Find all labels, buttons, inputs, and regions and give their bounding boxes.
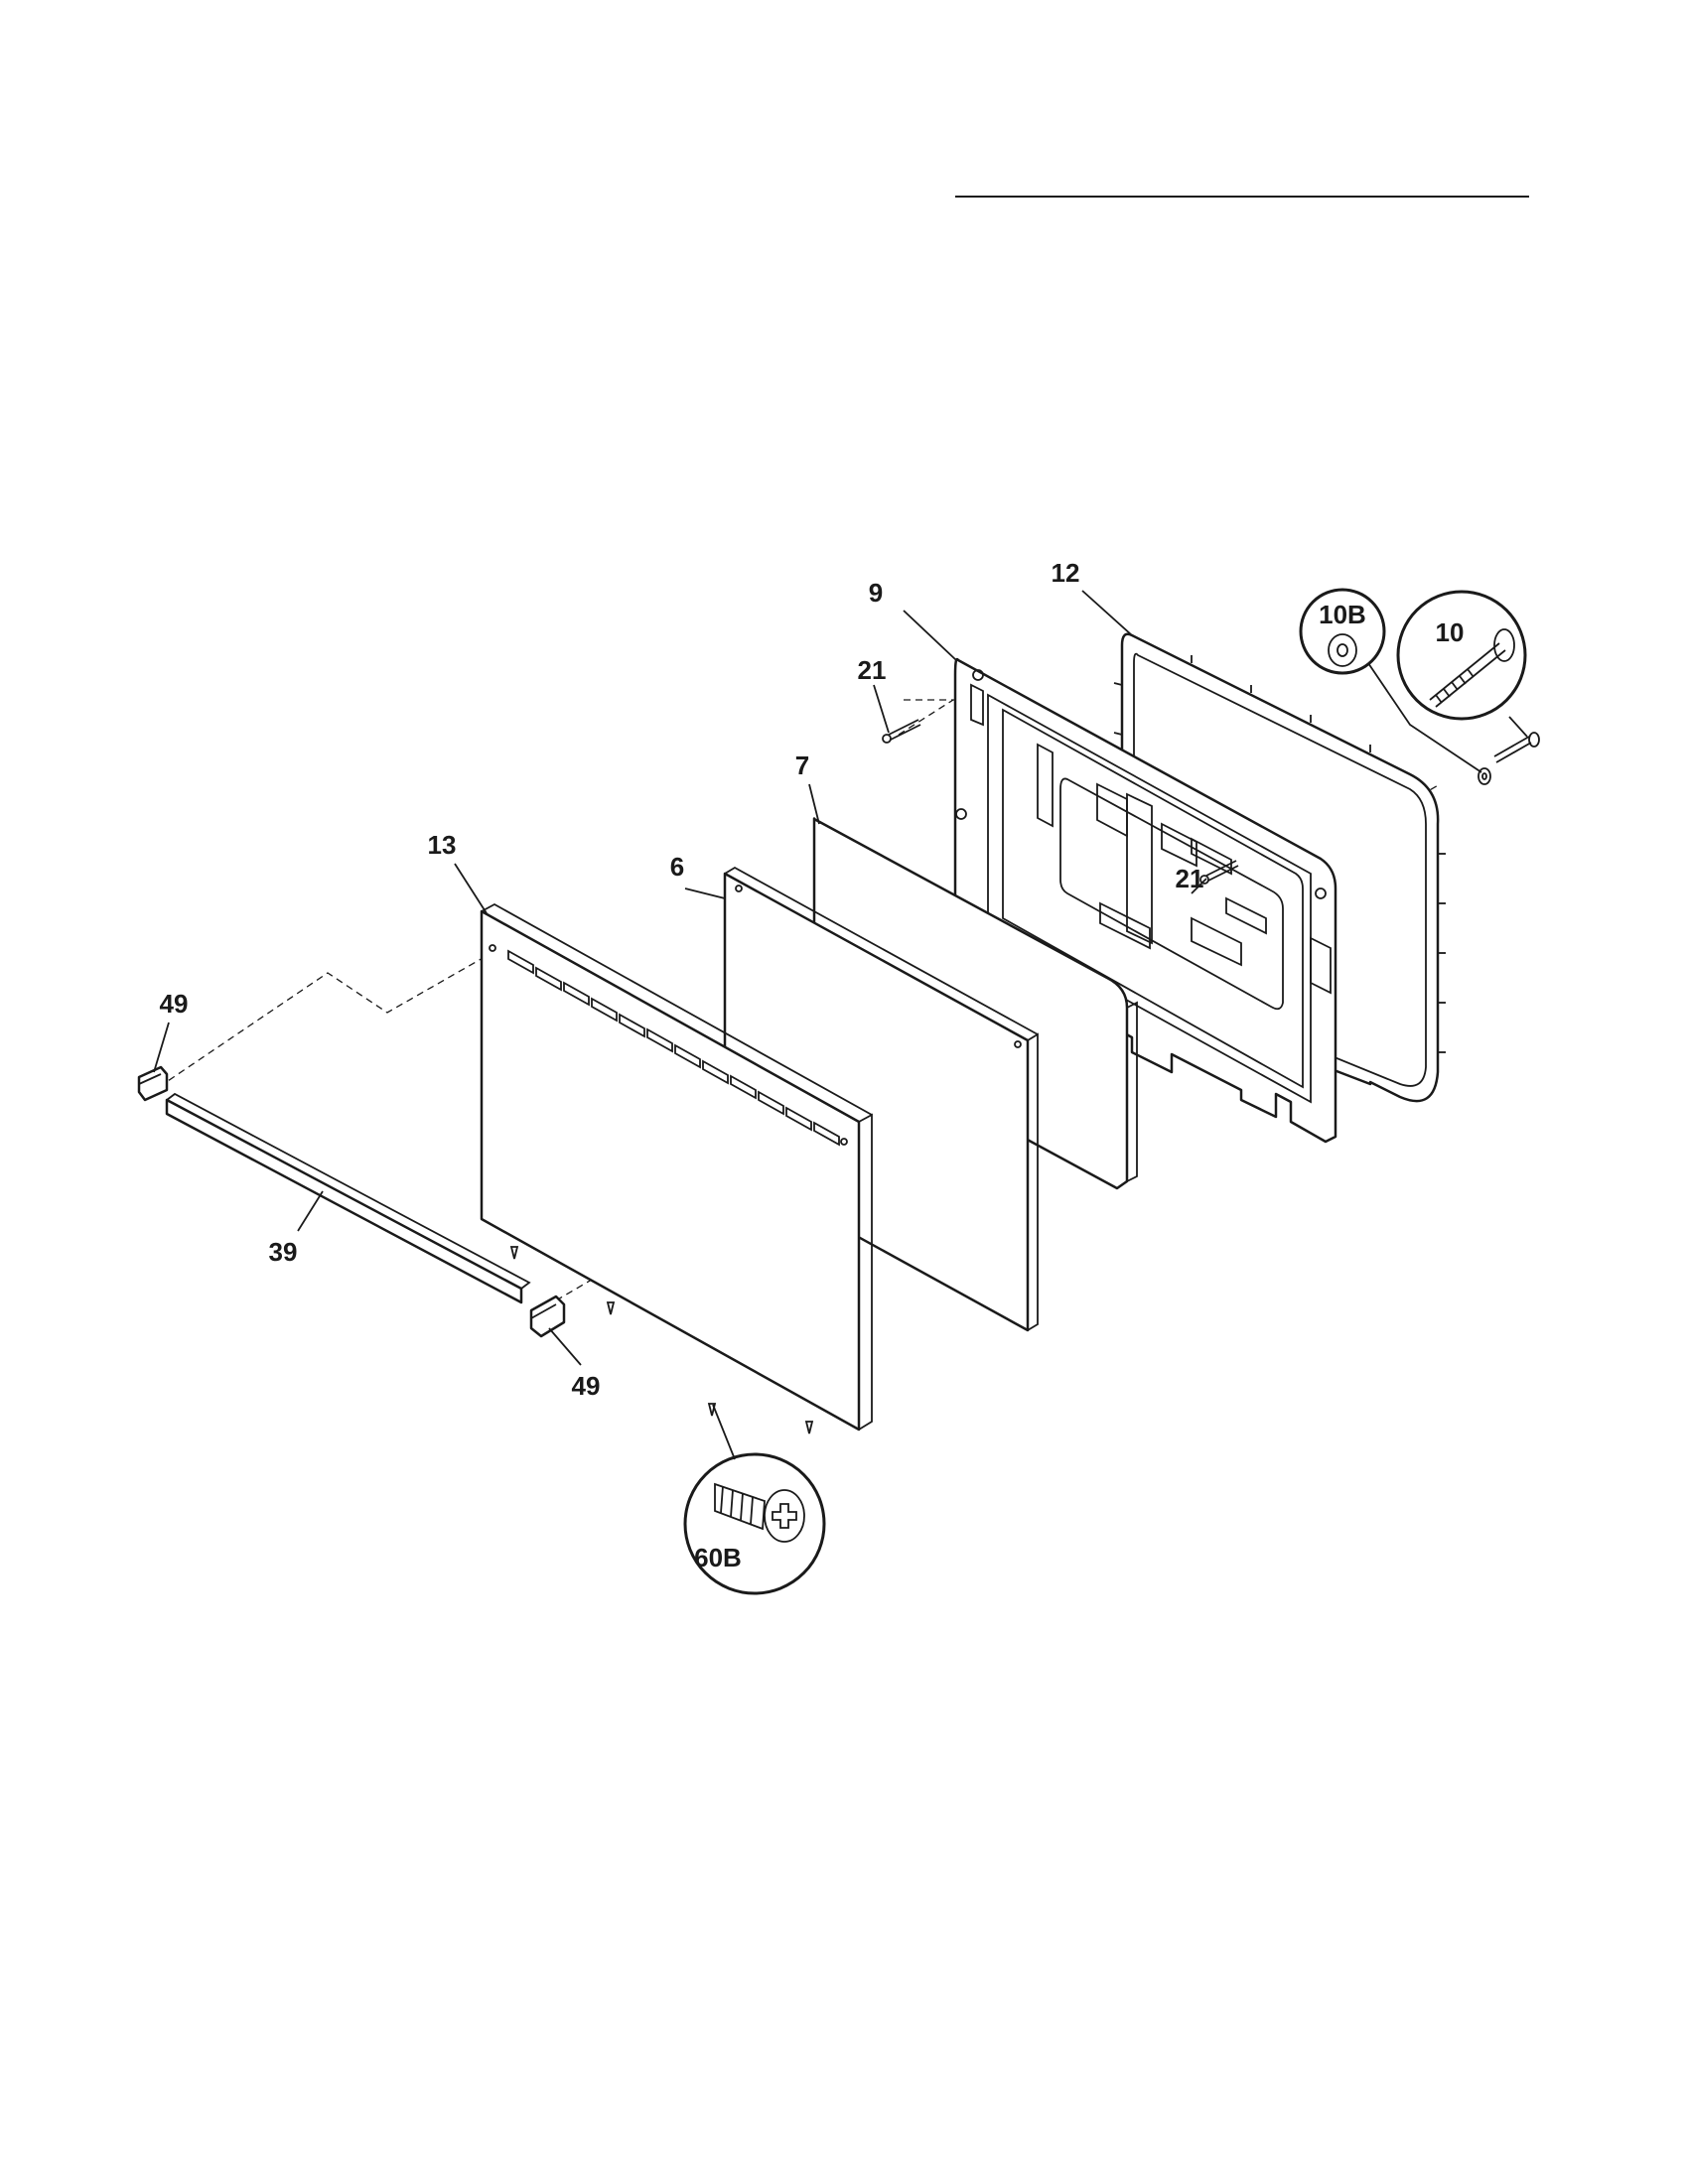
part-10-screw-small — [1493, 732, 1540, 763]
callout-10b: 10B — [1319, 600, 1366, 629]
callout-49-bottom: 49 — [572, 1371, 601, 1401]
panel-screws — [509, 1246, 814, 1434]
callout-6: 6 — [670, 852, 684, 882]
callout-13: 13 — [428, 830, 457, 860]
callout-12: 12 — [1052, 558, 1080, 588]
part-9-door-liner — [953, 657, 1337, 1144]
callout-39: 39 — [269, 1237, 298, 1267]
part-39-handle-trim — [165, 1092, 531, 1304]
callout-60b: 60B — [694, 1543, 742, 1572]
part-49-end-cap-right — [529, 1295, 566, 1338]
part-10b-washer-small — [1477, 767, 1491, 785]
detail-circle-10 — [1396, 590, 1528, 738]
detail-circle-10b — [1299, 588, 1482, 773]
callout-21-mid: 21 — [1176, 864, 1204, 893]
part-21-pin-mid — [1199, 860, 1239, 885]
callout-labels: 9 12 10B 10 21 7 13 6 21 49 39 49 60B — [160, 558, 1465, 1572]
part-49-end-cap-left — [137, 1065, 169, 1102]
vent-slots — [507, 949, 840, 1147]
callout-49-left: 49 — [160, 989, 189, 1019]
part-13-outer-door-panel — [480, 902, 873, 1432]
callout-7: 7 — [795, 751, 809, 780]
leader-lines — [153, 590, 1207, 1366]
callout-10: 10 — [1436, 617, 1465, 647]
callout-21-top: 21 — [858, 655, 887, 685]
callout-9: 9 — [869, 578, 883, 608]
part-21-pin-top — [882, 719, 921, 744]
detail-circle-60b — [683, 1404, 826, 1595]
